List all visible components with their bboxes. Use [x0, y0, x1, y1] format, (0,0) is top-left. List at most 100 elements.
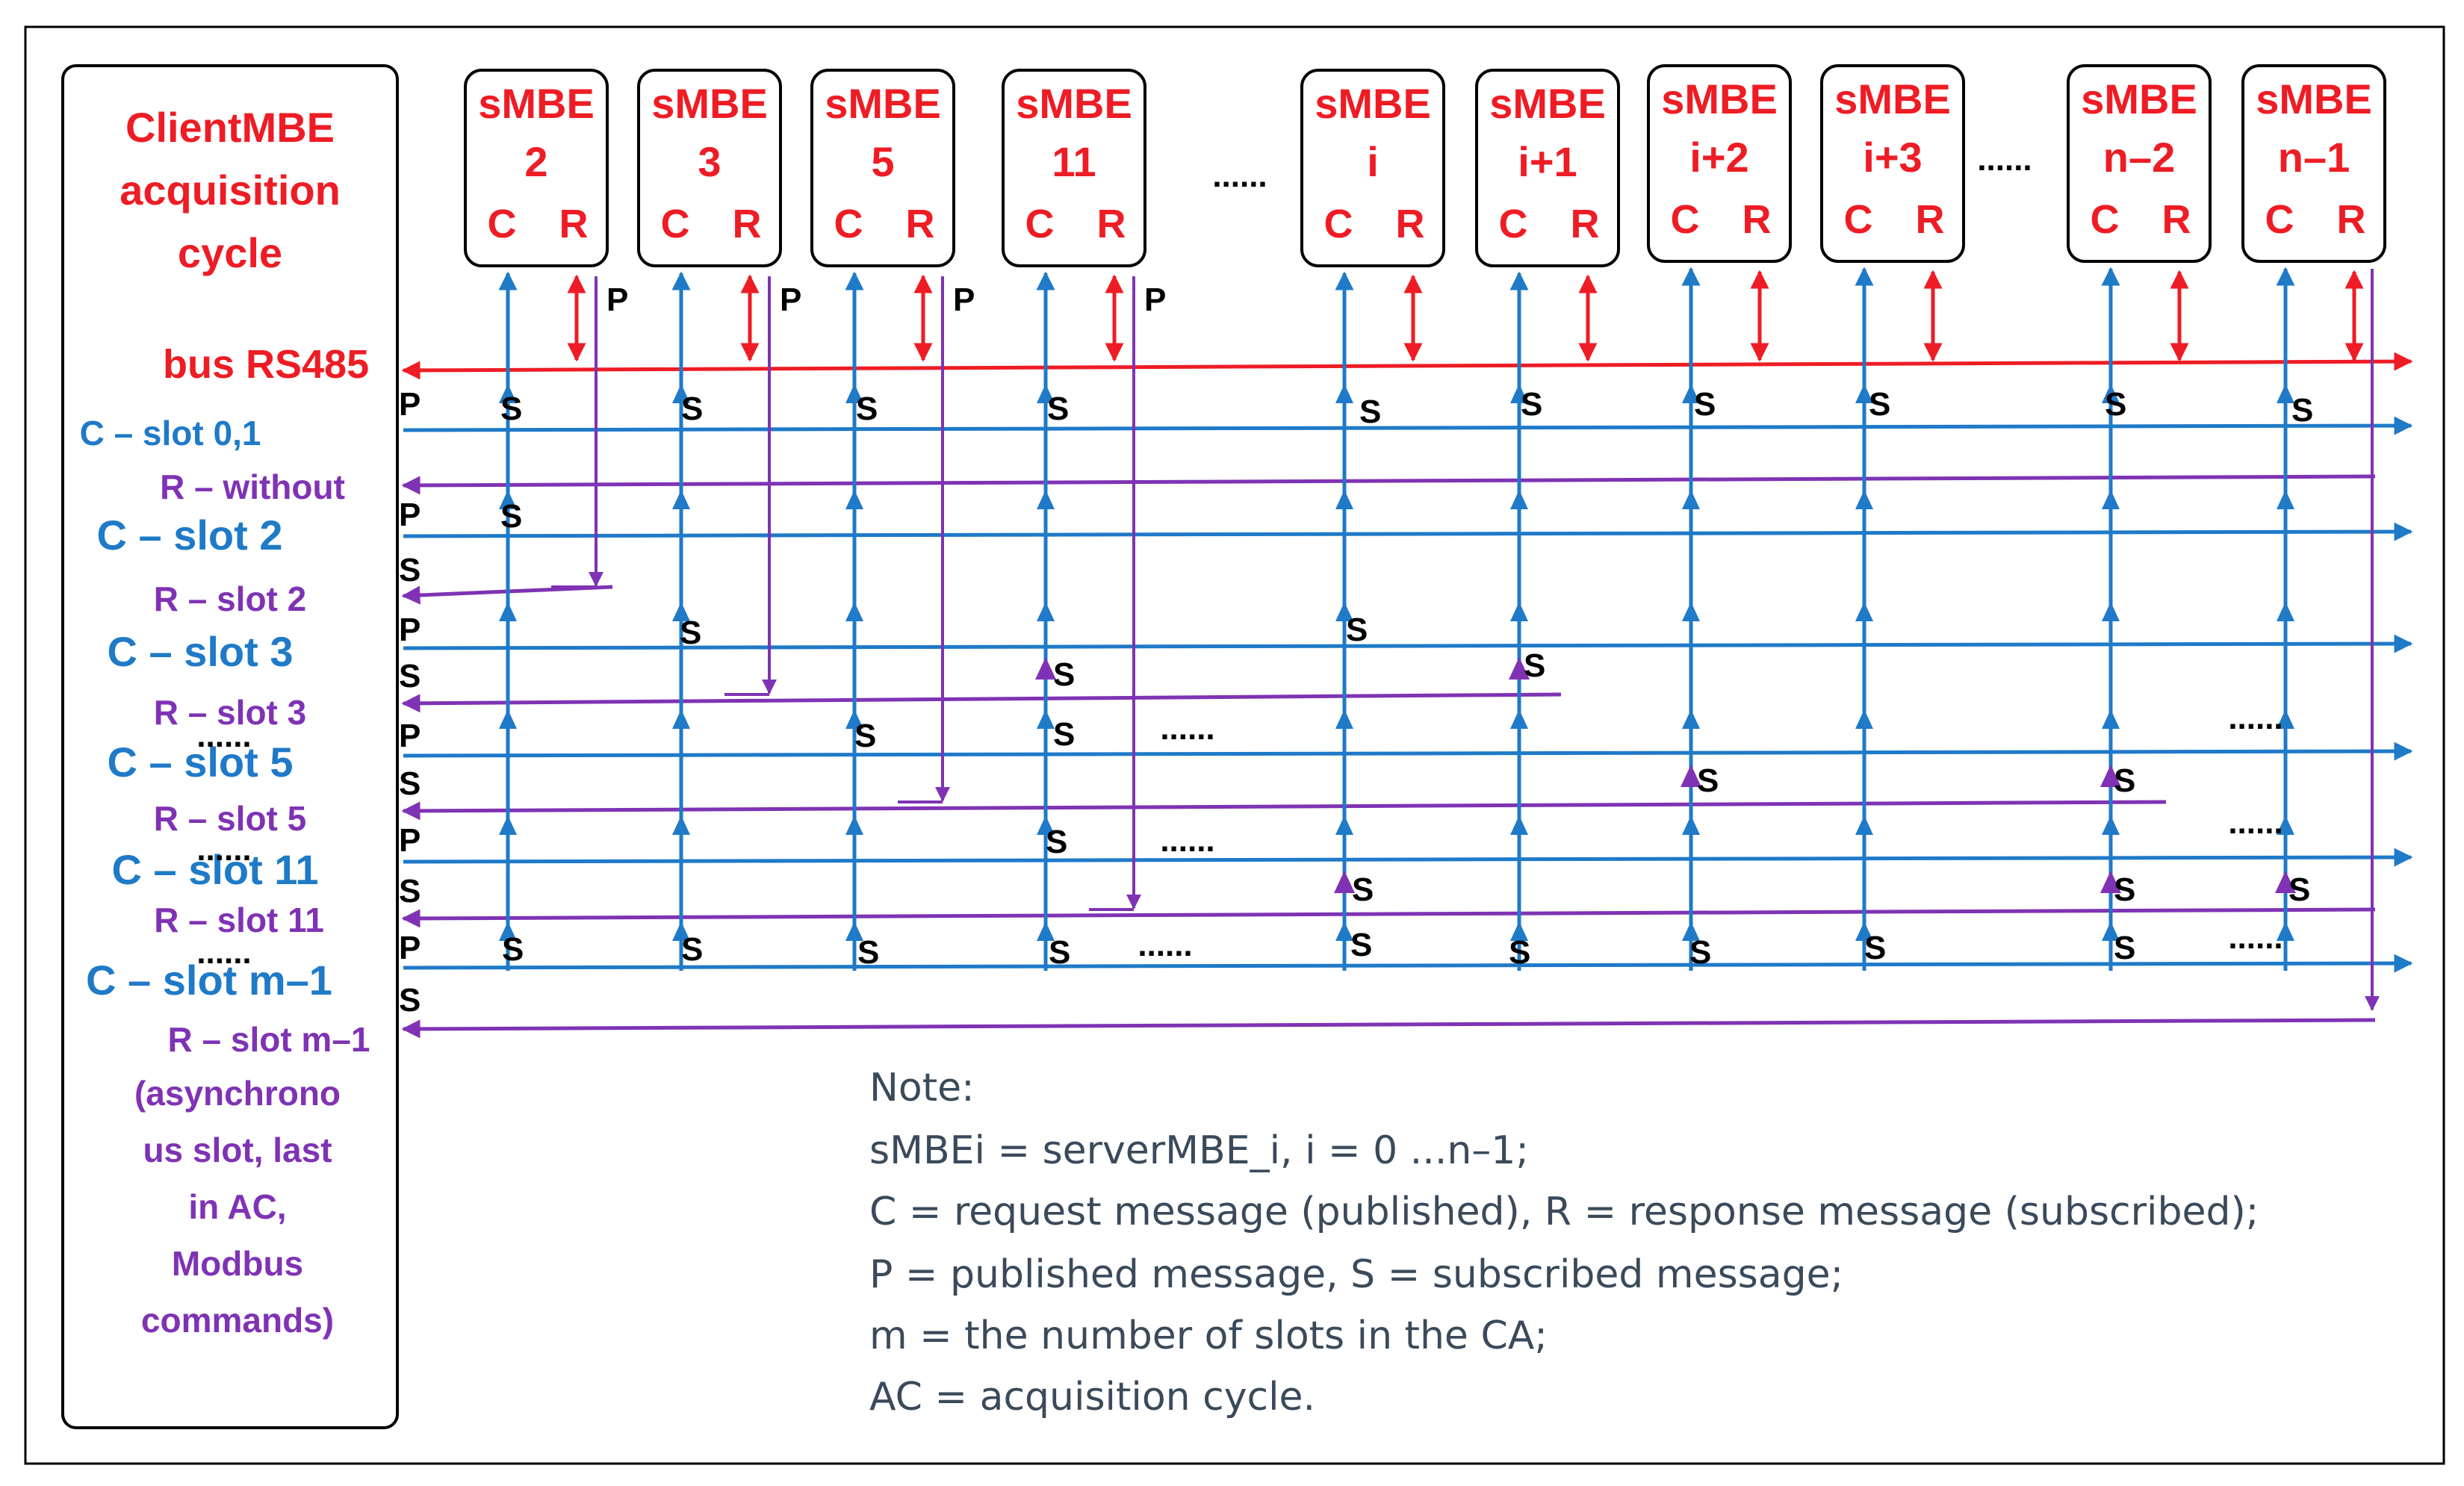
- c-vertical-arrowhead: [499, 921, 517, 941]
- subscribed-marker: S: [854, 718, 876, 754]
- subscribed-marker: S: [1046, 824, 1067, 860]
- async-line-3: in AC,: [188, 1187, 286, 1226]
- server-index: 11: [1052, 138, 1096, 185]
- c-vertical-arrowhead: [2102, 602, 2120, 621]
- c-vertical-arrowhead: [1682, 921, 1700, 941]
- server-r-label: R: [559, 202, 589, 246]
- outer-frame: [24, 25, 2445, 1465]
- server-c-label: C: [1844, 197, 1873, 242]
- subscribed-arrowhead: [1334, 871, 1355, 893]
- server-c-label: C: [1499, 202, 1528, 246]
- c-vertical-arrowhead: [1037, 602, 1055, 621]
- server-title: sMBE: [2256, 75, 2372, 122]
- continuation-ellipsis: ......: [2228, 700, 2283, 736]
- c-vertical-arrowhead: [1335, 490, 1353, 509]
- c-vertical-arrowhead: [1682, 815, 1700, 835]
- c-vertical-arrowhead: [1682, 384, 1700, 403]
- c-vertical-arrowhead: [499, 815, 517, 835]
- server-box-frame: [810, 69, 955, 267]
- async-line-5: commands): [141, 1301, 334, 1340]
- c-vertical-arrowhead: [672, 602, 690, 621]
- slot-label-r-m1: R – slot m–1: [168, 1020, 370, 1059]
- subscribed-marker: S: [2288, 871, 2310, 908]
- c-line-3: [403, 742, 2413, 761]
- edge-marker-published: P: [399, 497, 421, 533]
- note-line-4: m = the number of slots in the CA;: [869, 1314, 1548, 1358]
- c-vertical-arrowhead: [845, 815, 863, 835]
- server-index: i+2: [1689, 134, 1748, 181]
- subscribed-marker: S: [1047, 391, 1069, 427]
- server-r-label: R: [1097, 202, 1126, 246]
- c-vertical-arrowhead: [672, 921, 690, 941]
- c-vertical-arrowhead: [1037, 815, 1055, 835]
- c-vertical-arrowhead: [672, 490, 690, 509]
- slot-label-c-5: C – slot 5: [108, 739, 294, 786]
- server-title: sMBE: [478, 80, 595, 127]
- c-vertical-arrowhead: [1510, 815, 1528, 835]
- label-ellipsis-2: ......: [196, 831, 251, 868]
- r-line-5: [401, 1018, 2376, 1039]
- slot-label-r-0: R – without: [160, 467, 345, 506]
- server-title: sMBE: [2081, 75, 2197, 122]
- c-vertical-arrowhead: [1037, 709, 1055, 729]
- c-vertical-arrowhead: [1510, 384, 1528, 403]
- c-line-5: [403, 954, 2413, 973]
- label-ellipsis-3: ......: [196, 934, 251, 971]
- subscribed-arrowhead: [2100, 871, 2121, 893]
- server-c-label: C: [2265, 197, 2294, 242]
- r-line-4: [401, 907, 2376, 928]
- slot-label-c-m1: C – slot m–1: [86, 957, 332, 1004]
- subscribed-marker: S: [2114, 871, 2135, 908]
- c-vertical-arrowhead: [845, 709, 863, 729]
- edge-marker-subscribed: S: [399, 552, 421, 588]
- server-r-label: R: [1916, 197, 1945, 242]
- server-index: 2: [524, 138, 547, 185]
- subscribed-marker: S: [681, 931, 703, 968]
- subscribed-marker: S: [2114, 762, 2135, 799]
- c-vertical-arrowhead: [1510, 602, 1528, 621]
- c-vertical-arrowhead: [1682, 490, 1700, 509]
- subscribed-marker: S: [500, 391, 522, 427]
- continuation-ellipsis: ......: [1160, 822, 1214, 859]
- subscribed-marker: S: [1350, 927, 1372, 963]
- c-vertical-arrowhead: [2277, 921, 2294, 941]
- server-r-label: R: [2337, 197, 2366, 242]
- c-vertical-arrowhead: [499, 602, 517, 621]
- subscribed-marker: S: [681, 391, 703, 427]
- server-title: sMBE: [1834, 75, 1951, 122]
- subscribed-arrowhead: [1509, 657, 1530, 680]
- c-vertical-arrowhead: [1510, 921, 1528, 941]
- c-vertical-arrowhead: [499, 709, 517, 729]
- async-line-1: (asynchrono: [134, 1074, 341, 1113]
- subscribed-marker: S: [1053, 716, 1075, 753]
- label-ellipsis-1: ......: [196, 718, 251, 754]
- c-vertical-arrowhead: [1335, 921, 1353, 941]
- subscribed-marker: S: [1697, 762, 1719, 799]
- edge-marker-published: P: [399, 930, 421, 966]
- server-index: n–1: [2278, 134, 2350, 181]
- note-title: Note:: [869, 1066, 975, 1110]
- c-vertical-arrowhead: [1855, 384, 1873, 403]
- c-vertical-arrowhead: [1037, 490, 1055, 509]
- r-line-0: [401, 474, 2376, 495]
- c-vertical-arrowhead: [1335, 709, 1353, 729]
- slot-label-c-2: C – slot 2: [97, 512, 283, 559]
- subscribed-marker: S: [1359, 394, 1381, 430]
- subscribed-marker: S: [1509, 934, 1530, 971]
- c-vertical-arrowhead: [1335, 384, 1353, 403]
- c-line-4: [403, 848, 2413, 867]
- server-r-label: R: [906, 202, 935, 246]
- server-gap-ellipsis-1: ......: [1212, 158, 1267, 194]
- edge-marker-subscribed: S: [399, 873, 421, 910]
- c-vertical-arrowhead: [1510, 709, 1528, 729]
- r-line-2: [401, 692, 1562, 713]
- continuation-ellipsis: ......: [2228, 804, 2283, 841]
